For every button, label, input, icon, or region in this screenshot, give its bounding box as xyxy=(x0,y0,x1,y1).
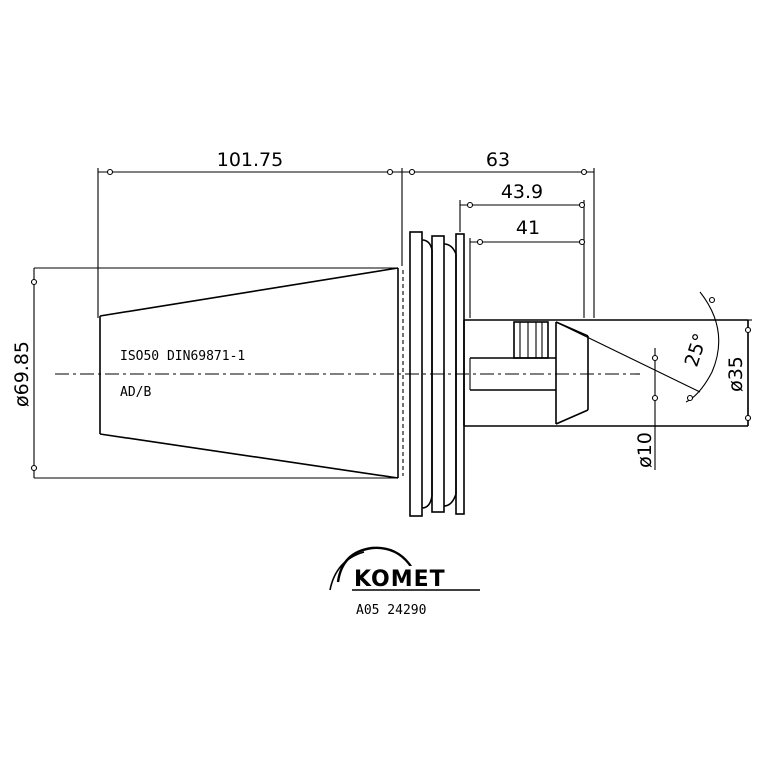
note-form: AD/B xyxy=(120,385,151,400)
dim-taper-diameter: ø69.85 xyxy=(11,341,33,407)
dimension-ticks xyxy=(30,168,752,472)
inner-bore xyxy=(469,321,701,425)
komet-logo-text: KOMET xyxy=(354,567,446,592)
dimension-lines xyxy=(33,171,749,478)
dim-angle: 25° xyxy=(681,331,712,370)
dim-overall-length: 63 xyxy=(486,149,510,171)
komet-logo: KOMET xyxy=(329,546,480,592)
dim-flange-to-end: 43.9 xyxy=(501,181,543,203)
set-screw xyxy=(513,321,549,359)
dim-bore-diameter: ø35 xyxy=(725,356,747,392)
flange xyxy=(409,231,465,517)
taper-shank xyxy=(99,267,404,479)
note-standard: ISO50 DIN69871-1 xyxy=(120,349,245,364)
dim-bore-depth: 41 xyxy=(516,217,540,239)
part-number: A05 24290 xyxy=(356,603,426,618)
extension-lines xyxy=(34,168,752,479)
dim-pilot-diameter: ø10 xyxy=(634,432,656,468)
dim-taper-length: 101.75 xyxy=(217,149,283,171)
